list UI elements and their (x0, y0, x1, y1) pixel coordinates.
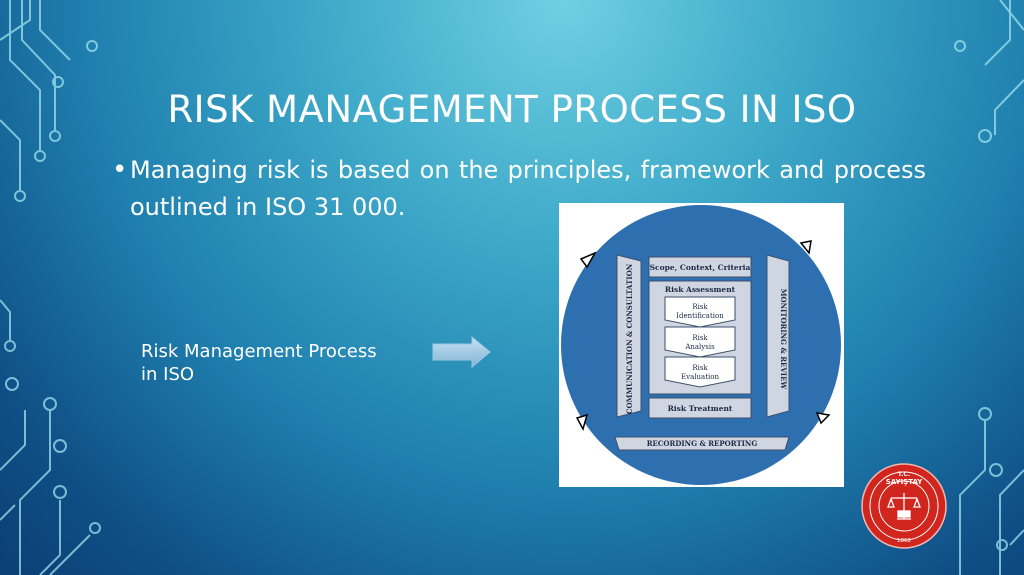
treatment-label: Risk Treatment (668, 404, 733, 413)
recording-label: RECORDING & REPORTING (647, 439, 758, 448)
analysis-line1: Risk (692, 334, 708, 342)
right-bar-label: MONITORING & REVIEW (779, 289, 788, 390)
bullet-point: • Managing risk is based on the principl… (112, 152, 926, 226)
identification-line1: Risk (692, 303, 708, 311)
identification-line2: Identification (676, 312, 724, 320)
slide-title: RISK MANAGEMENT PROCESS IN ISO (167, 88, 857, 131)
evaluation-line1: Risk (692, 364, 708, 372)
bullet-dot: • (112, 155, 128, 185)
right-arrow-icon (432, 336, 491, 368)
scales-icon (887, 493, 921, 520)
seal-line2: SAYIŞTAY (886, 478, 923, 486)
assessment-title: Risk Assessment (665, 285, 736, 294)
iso-diagram: COMMUNICATION & CONSULTATION MONITORING … (559, 203, 844, 487)
left-bar-label: COMMUNICATION & CONSULTATION (625, 263, 634, 414)
sayistay-seal-logo: T.C. SAYIŞTAY 1862 (861, 463, 947, 549)
bullet-text: Managing risk is based on the principles… (130, 156, 926, 221)
analysis-line2: Analysis (684, 343, 715, 351)
diagram-caption: Risk Management Process in ISO (141, 341, 377, 385)
scope-label: Scope, Context, Criteria (650, 263, 751, 272)
iso-diagram-graphic: COMMUNICATION & CONSULTATION MONITORING … (561, 205, 841, 485)
seal-year: 1862 (897, 538, 911, 544)
evaluation-line2: Evaluation (681, 373, 719, 381)
seal-line1: T.C. (898, 471, 910, 478)
